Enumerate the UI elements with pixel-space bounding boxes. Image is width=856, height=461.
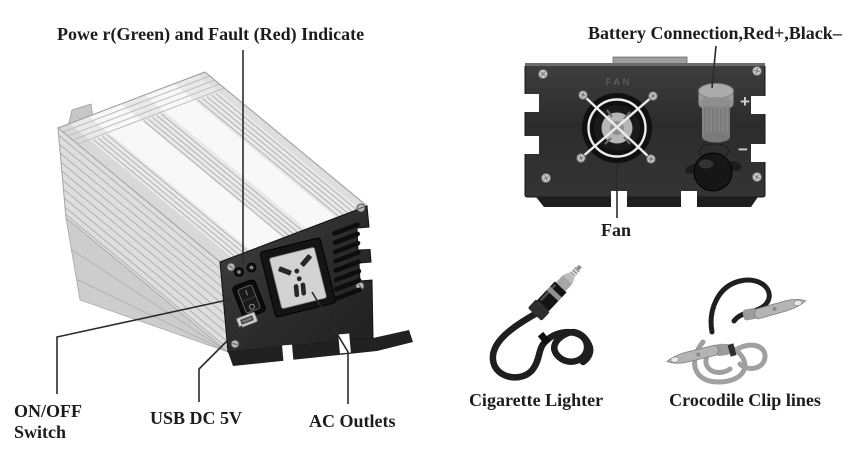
label-fan: Fan: [601, 220, 632, 240]
crocodile-clip: [742, 298, 807, 321]
rear-edge-notches: [524, 94, 766, 162]
front-vent-slots: [332, 222, 362, 301]
label-ac-outlets: AC Outlets: [309, 411, 396, 431]
label-usb-dc-5v: USB DC 5V: [150, 408, 243, 428]
outlet-socket-holes: [278, 254, 312, 298]
flange-notch: [338, 333, 351, 354]
callout-line-on-off: [56, 298, 233, 394]
rear-base-notch: [681, 191, 697, 208]
label-on-off-switch: ON/OFF Switch: [14, 401, 82, 443]
cable-tie: [537, 331, 551, 346]
side-rib-lines: [59, 135, 228, 348]
callout-lines: [56, 45, 717, 404]
callout-line-usb: [198, 325, 243, 402]
top-groove-lines: [94, 93, 357, 256]
fan: [576, 90, 658, 164]
callout-line-ac-outlets: [311, 291, 349, 404]
inverter-rear-illustration: FAN +: [524, 56, 766, 208]
top-end-ribs: [63, 76, 225, 144]
positive-marking: +: [740, 92, 750, 111]
positive-battery-terminal: [698, 83, 734, 143]
usb-port: [236, 311, 258, 329]
switch-off-marking: O: [248, 302, 257, 313]
embossed-fan-text: FAN: [606, 77, 633, 87]
negative-battery-terminal: [685, 143, 742, 192]
rear-base: [536, 197, 758, 207]
lighter-plug: [528, 264, 582, 321]
label-crocodile-clip-lines: Crocodile Clip lines: [669, 390, 821, 410]
flange-notch: [282, 344, 294, 368]
on-off-rocker-switch: I O: [232, 279, 266, 319]
label-cigarette-lighter: Cigarette Lighter: [468, 390, 604, 410]
cigarette-lighter-illustration: [489, 264, 594, 381]
negative-marking: −: [738, 140, 748, 159]
rear-panel-screws: [538, 66, 762, 183]
crocodile-clip: [666, 343, 731, 364]
fault-led-indicator: [246, 262, 257, 273]
front-panel-screws: [226, 203, 366, 349]
fan-guard-screws: [576, 90, 658, 164]
front-bottom-flange: [228, 330, 413, 366]
cable-tie: [727, 343, 737, 357]
crocodile-clip-lines-illustration: [666, 277, 807, 385]
inverter-front-illustration: I O: [58, 72, 413, 367]
case-base-flange-left: [65, 217, 229, 353]
fan-guard: [580, 94, 654, 160]
callout-line-battery: [711, 45, 717, 89]
gray-clip-cable: [692, 339, 768, 385]
black-clip-cable: [708, 277, 772, 335]
switch-on-marking: I: [244, 288, 249, 297]
rear-base-notch: [611, 191, 627, 208]
power-led-indicator: [234, 267, 244, 277]
label-battery-connection: Battery Connection,Red+,Black–: [588, 23, 842, 43]
lighter-cable: [489, 309, 594, 381]
label-power-fault-indicator: Powe r(Green) and Fault (Red) Indicate: [57, 24, 365, 44]
